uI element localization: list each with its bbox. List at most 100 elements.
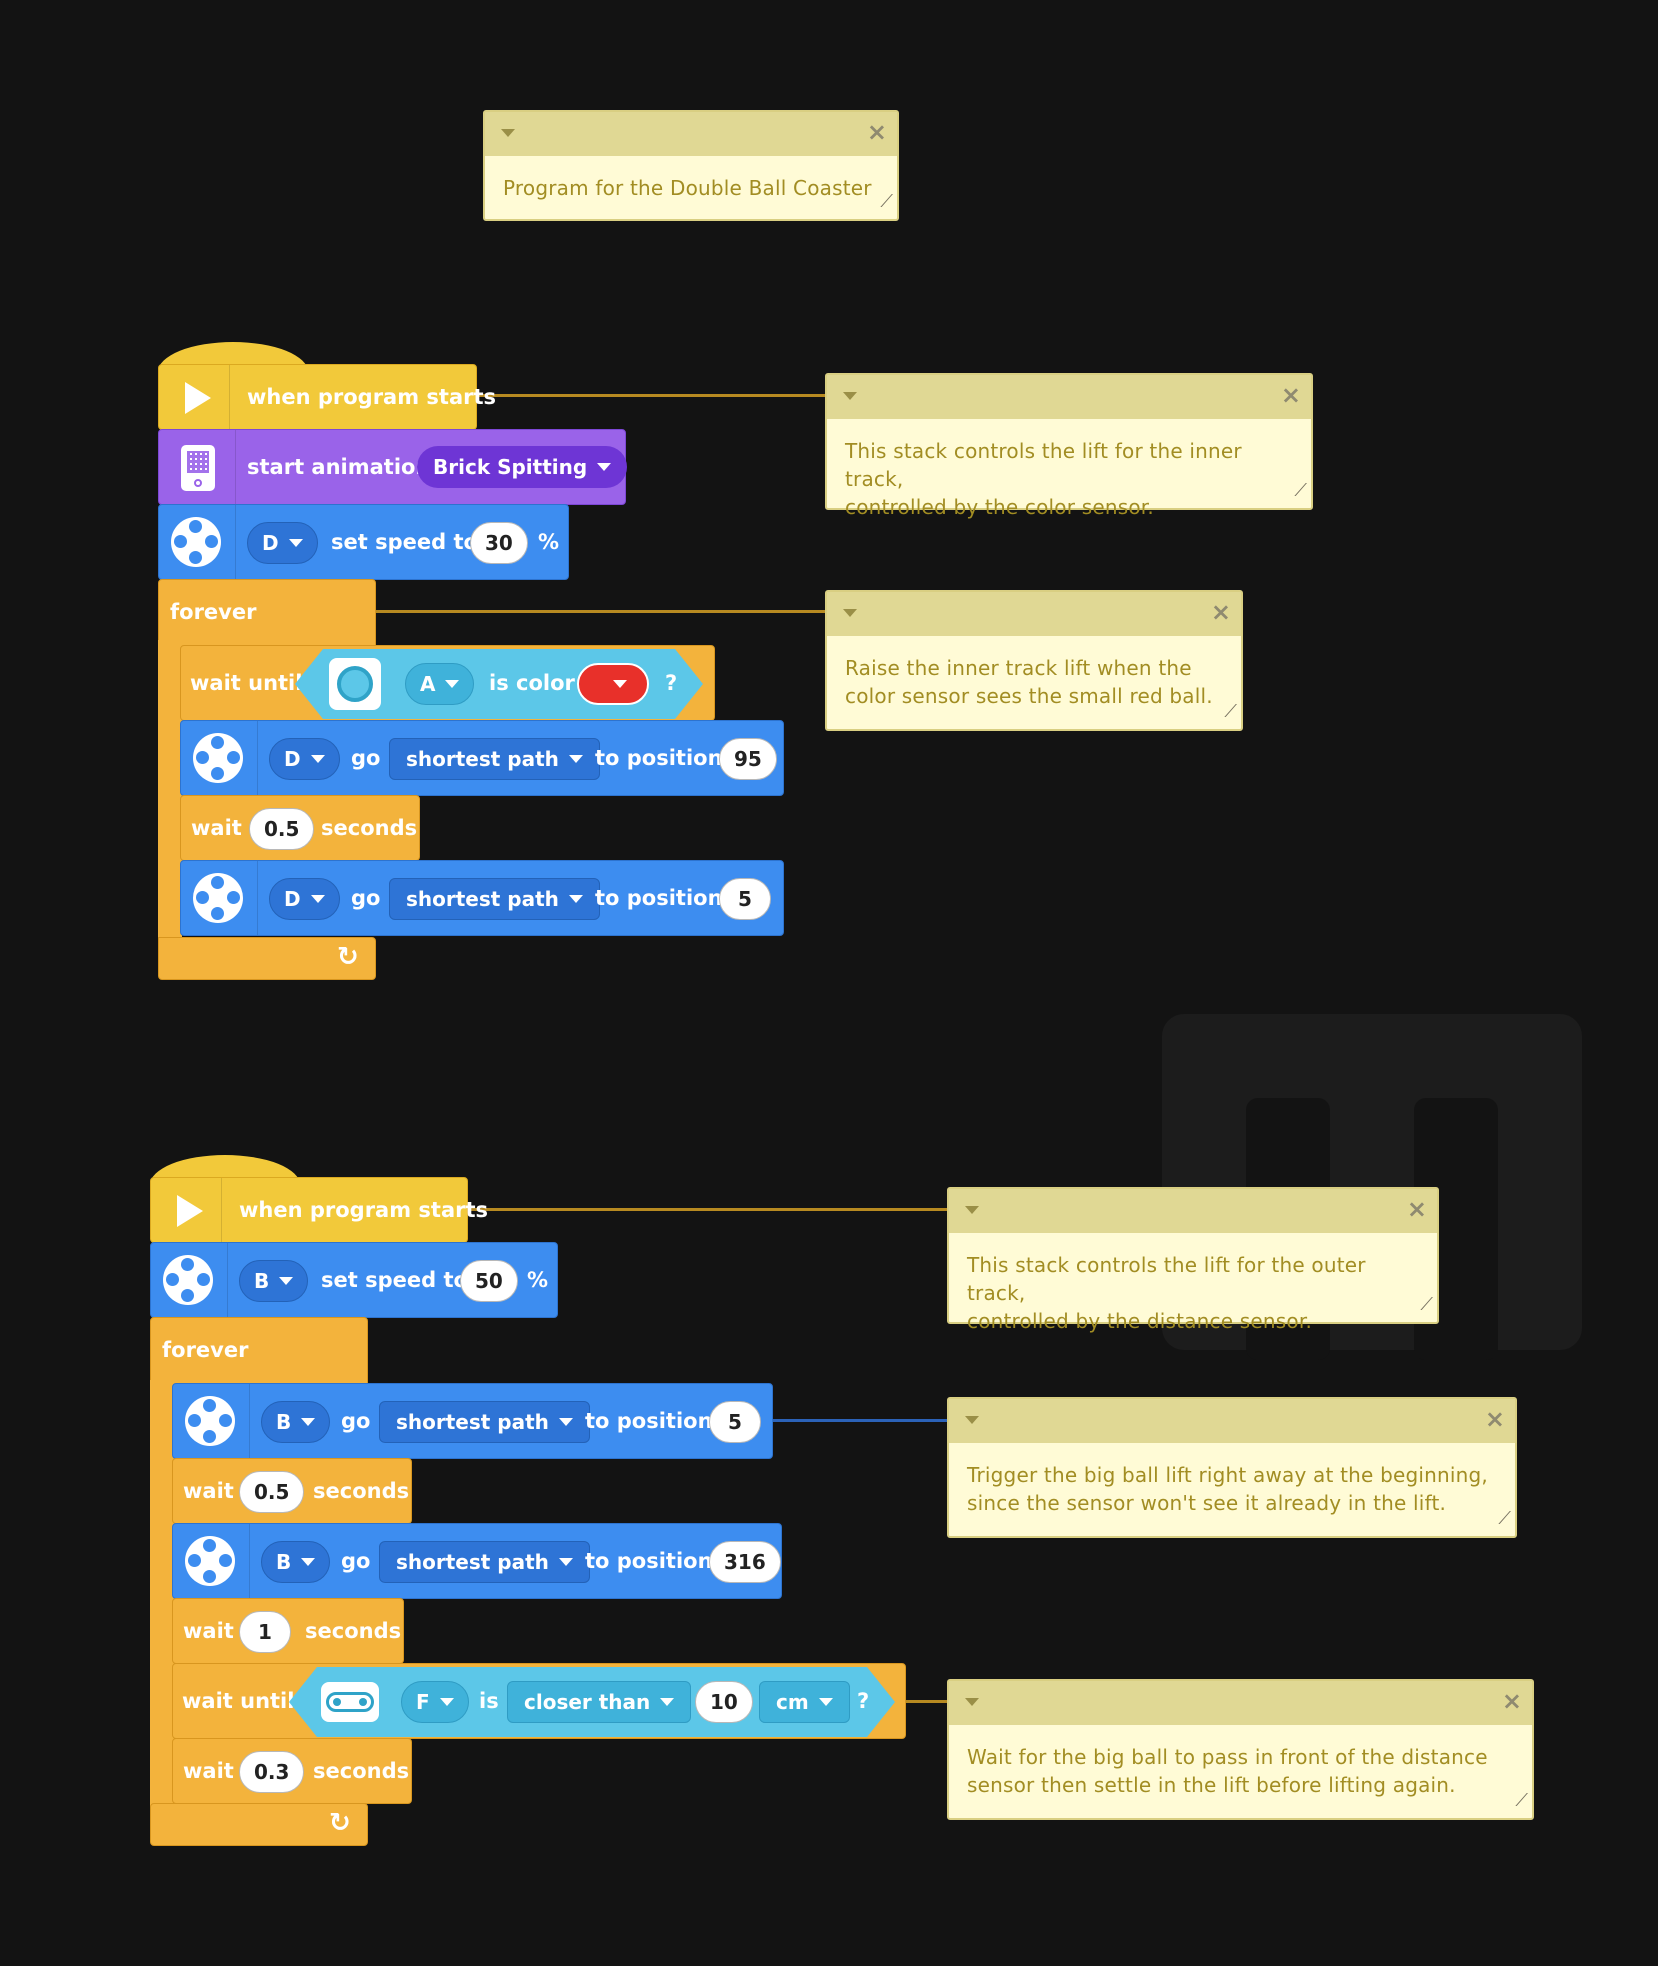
forever-label: forever xyxy=(162,1338,249,1362)
direction-dropdown[interactable]: shortest path xyxy=(379,1541,590,1583)
wait-until-block[interactable]: wait until F is closer than 10 cm ? xyxy=(172,1663,906,1739)
forever-block[interactable]: forever xyxy=(150,1317,368,1387)
when-program-starts-block[interactable]: when program starts xyxy=(158,364,496,430)
hat-label: when program starts xyxy=(247,385,497,409)
comment-header[interactable] xyxy=(949,1189,1437,1233)
icon-cell xyxy=(151,1243,228,1317)
wait-seconds-block[interactable]: wait 0.5 seconds xyxy=(172,1458,412,1524)
is-color-label: is color xyxy=(489,671,575,695)
collapse-caret-icon[interactable] xyxy=(965,1698,979,1706)
comment-title[interactable]: × Program for the Double Ball Coaster ⟋ xyxy=(483,110,899,221)
go-to-position-block[interactable]: D go shortest path to position 5 xyxy=(180,860,784,936)
animation-value: Brick Spitting xyxy=(433,455,588,479)
sensor-port-dropdown[interactable]: F xyxy=(401,1681,469,1723)
close-icon[interactable]: × xyxy=(1280,381,1301,409)
comment-connector xyxy=(374,610,826,613)
animation-dropdown[interactable]: Brick Spitting xyxy=(417,446,628,488)
seconds-input[interactable]: 0.5 xyxy=(239,1471,305,1513)
forever-arm xyxy=(150,1380,174,1810)
resize-handle-icon[interactable]: ⟋ xyxy=(1420,1294,1433,1315)
collapse-caret-icon[interactable] xyxy=(843,609,857,617)
comment-text[interactable]: Trigger the big ball lift right away at … xyxy=(967,1463,1488,1515)
position-input[interactable]: 5 xyxy=(709,1401,761,1443)
percent-label: % xyxy=(527,1268,549,1292)
icon-cell xyxy=(181,861,258,935)
motor-port-dropdown[interactable]: B xyxy=(261,1401,331,1443)
close-icon[interactable]: × xyxy=(1484,1405,1505,1433)
motor-port-dropdown[interactable]: D xyxy=(269,878,340,920)
go-to-position-block[interactable]: B go shortest path to position 316 xyxy=(172,1523,782,1599)
comment-header[interactable] xyxy=(827,592,1241,636)
sensor-port-dropdown[interactable]: A xyxy=(405,663,474,705)
motor-port-dropdown[interactable]: B xyxy=(261,1541,331,1583)
speed-input[interactable]: 30 xyxy=(470,522,528,564)
unit-dropdown[interactable]: cm xyxy=(759,1681,850,1723)
go-to-position-block[interactable]: D go shortest path to position 95 xyxy=(180,720,784,796)
collapse-caret-icon[interactable] xyxy=(965,1416,979,1424)
comment-text[interactable]: This stack controls the lift for the inn… xyxy=(845,439,1242,519)
close-icon[interactable]: × xyxy=(1406,1195,1427,1223)
position-input[interactable]: 95 xyxy=(719,738,777,780)
seconds-input[interactable]: 0.5 xyxy=(249,808,315,850)
color-sensor-condition[interactable]: A is color ? xyxy=(295,649,703,719)
wait-label: wait xyxy=(183,1759,234,1783)
set-speed-block[interactable]: B set speed to 50 % xyxy=(150,1242,558,1318)
motor-port-dropdown[interactable]: D xyxy=(247,522,318,564)
resize-handle-icon[interactable]: ⟋ xyxy=(1515,1790,1528,1811)
resize-handle-icon[interactable]: ⟋ xyxy=(880,191,893,212)
comment-header[interactable] xyxy=(827,375,1311,419)
wait-label: wait xyxy=(183,1479,234,1503)
comment-outer-trigger[interactable]: × Trigger the big ball lift right away a… xyxy=(947,1397,1517,1538)
comment-inner-stack[interactable]: × This stack controls the lift for the i… xyxy=(825,373,1313,519)
resize-handle-icon[interactable]: ⟋ xyxy=(1294,480,1307,501)
comment-inner-raise[interactable]: × Raise the inner track lift when the co… xyxy=(825,590,1243,731)
wait-seconds-block[interactable]: wait 0.5 seconds xyxy=(180,795,420,861)
motor-port-dropdown[interactable]: B xyxy=(239,1260,309,1302)
close-icon[interactable]: × xyxy=(1501,1687,1522,1715)
seconds-input[interactable]: 1 xyxy=(239,1611,291,1653)
comment-text[interactable]: This stack controls the lift for the out… xyxy=(967,1253,1366,1333)
distance-sensor-condition[interactable]: F is closer than 10 cm ? xyxy=(289,1667,895,1737)
close-icon[interactable]: × xyxy=(1210,598,1231,626)
speed-input[interactable]: 50 xyxy=(460,1260,518,1302)
wait-until-block[interactable]: wait until A is color ? xyxy=(180,645,715,721)
set-speed-block[interactable]: D set speed to 30 % xyxy=(158,504,569,580)
direction-dropdown[interactable]: shortest path xyxy=(389,738,600,780)
motor-port-dropdown[interactable]: D xyxy=(269,738,340,780)
distance-input[interactable]: 10 xyxy=(695,1681,753,1723)
collapse-caret-icon[interactable] xyxy=(965,1206,979,1214)
forever-block[interactable]: forever xyxy=(158,579,376,649)
wait-seconds-block[interactable]: wait 1 seconds xyxy=(172,1598,404,1664)
comment-text[interactable]: Program for the Double Ball Coaster xyxy=(503,176,872,200)
comment-outer-stack[interactable]: × This stack controls the lift for the o… xyxy=(947,1187,1439,1333)
position-input[interactable]: 5 xyxy=(719,878,771,920)
position-input[interactable]: 316 xyxy=(709,1541,781,1583)
comment-text[interactable]: Wait for the big ball to pass in front o… xyxy=(967,1745,1488,1797)
comment-header[interactable] xyxy=(949,1399,1515,1443)
wait-seconds-block[interactable]: wait 0.3 seconds xyxy=(172,1738,412,1804)
seconds-input[interactable]: 0.3 xyxy=(239,1751,305,1793)
start-animation-block[interactable]: start animation Brick Spitting xyxy=(158,429,628,505)
when-program-starts-block[interactable]: when program starts xyxy=(150,1177,488,1243)
comment-outer-wait[interactable]: × Wait for the big ball to pass in front… xyxy=(947,1679,1534,1820)
direction-dropdown[interactable]: shortest path xyxy=(389,878,600,920)
comment-text[interactable]: Raise the inner track lift when the colo… xyxy=(845,656,1213,708)
forever-footer[interactable]: ↻ xyxy=(150,1803,368,1846)
comment-header[interactable] xyxy=(949,1681,1532,1725)
close-icon[interactable]: × xyxy=(866,118,887,146)
direction-value: shortest path xyxy=(396,1550,549,1574)
collapse-caret-icon[interactable] xyxy=(501,129,515,137)
go-to-position-block[interactable]: B go shortest path to position 5 xyxy=(172,1383,773,1459)
forever-footer[interactable]: ↻ xyxy=(158,937,376,980)
collapse-caret-icon[interactable] xyxy=(843,392,857,400)
comparison-dropdown[interactable]: closer than xyxy=(507,1681,691,1723)
color-picker[interactable] xyxy=(577,663,649,705)
icon-cell xyxy=(181,721,258,795)
resize-handle-icon[interactable]: ⟋ xyxy=(1224,701,1237,722)
to-position-label: to position xyxy=(595,886,723,910)
question-mark: ? xyxy=(665,671,678,695)
comment-header[interactable] xyxy=(485,112,897,156)
resize-handle-icon[interactable]: ⟋ xyxy=(1498,1508,1511,1529)
distance-sensor-icon xyxy=(321,1682,379,1722)
direction-dropdown[interactable]: shortest path xyxy=(379,1401,590,1443)
